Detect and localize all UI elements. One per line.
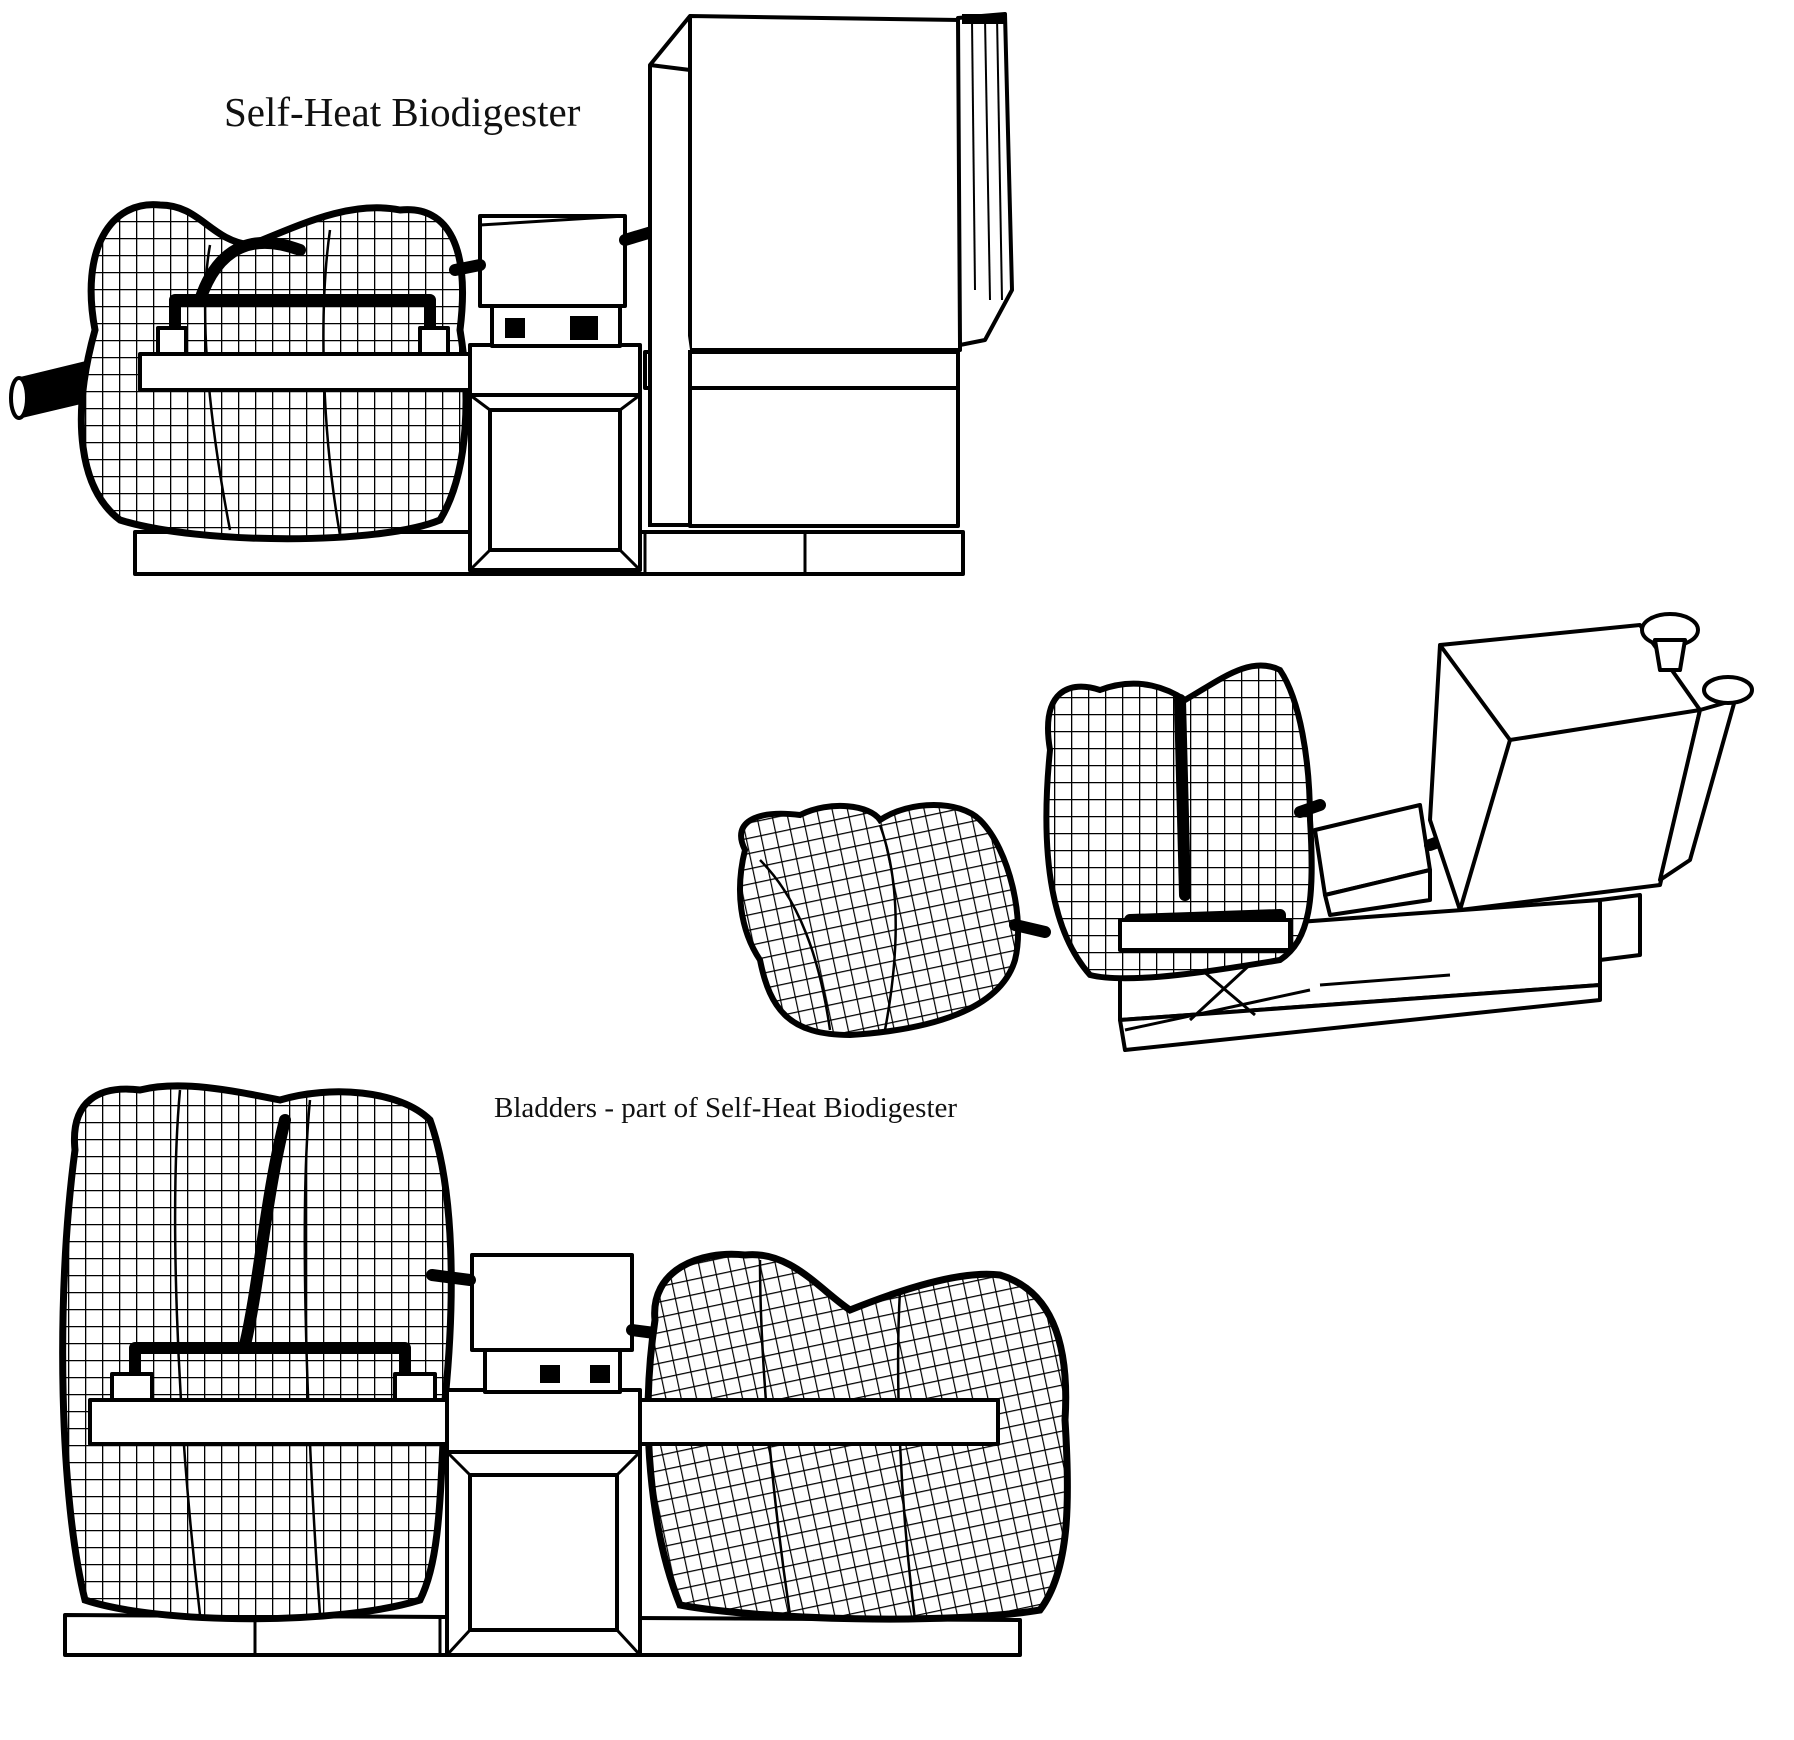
top-heater-tank (648, 14, 962, 352)
top-gas-pipe (169, 294, 436, 341)
top-control-box (478, 214, 627, 308)
title-caption: Self-Heat Biodigester (224, 89, 581, 135)
middle-heater-tank (1428, 623, 1702, 912)
bottom-center-stand (445, 1388, 642, 1454)
top-inlet-pipe (16, 360, 98, 418)
bottom-right-plank (638, 1398, 1000, 1446)
bottom-left-plank (88, 1398, 449, 1446)
top-center-stand (468, 343, 642, 397)
bladders-caption: Bladders - part of Self-Heat Biodigester (494, 1092, 958, 1124)
top-biodigester-assembly (9, 12, 1014, 576)
middle-biodigester-assembly (737, 612, 1754, 1052)
middle-loose-bladder (737, 802, 1022, 1039)
bottom-biodigester-assembly (59, 1082, 1071, 1657)
top-support-plank (138, 352, 472, 392)
bottom-control-box (470, 1253, 634, 1352)
